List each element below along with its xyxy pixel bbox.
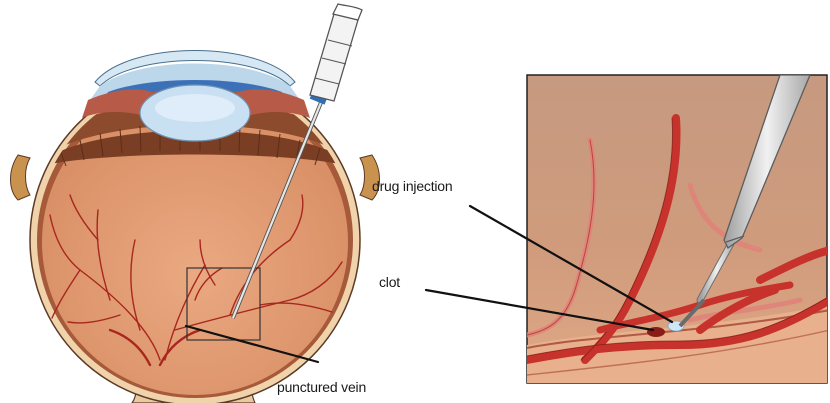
label-clot: clot xyxy=(379,274,400,290)
label-drug-injection: drug injection xyxy=(372,178,452,194)
eye-cross-section xyxy=(11,4,380,403)
eyelid-left xyxy=(11,155,31,200)
retinal-vein-zoom xyxy=(527,75,830,383)
label-punctured-vein: punctured vein xyxy=(277,379,366,395)
